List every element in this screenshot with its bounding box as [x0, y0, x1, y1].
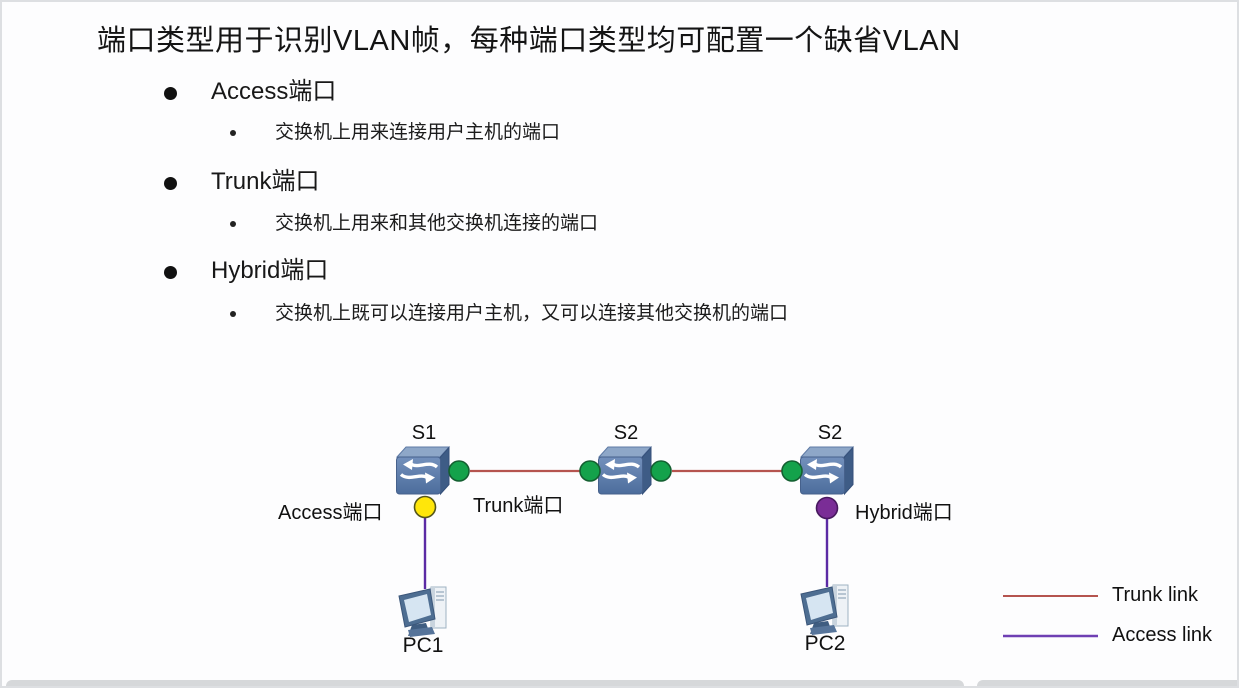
- bullet-hybrid-desc: 交换机上既可以连接用户主机，又可以连接其他交换机的端口: [275, 303, 789, 324]
- legend-access-label: Access link: [1112, 624, 1213, 646]
- access-port-dot: [413, 495, 437, 519]
- bullet-dot-icon: [164, 266, 177, 279]
- hybrid-port-dot: [815, 496, 839, 520]
- bullet-access-label: Access端口: [211, 78, 337, 105]
- switch-icon: [394, 445, 451, 496]
- bullet-dot-icon: [164, 87, 177, 100]
- bottom-card-edge: [6, 680, 964, 686]
- bullet-hybrid-label: Hybrid端口: [211, 257, 329, 284]
- hybrid-port-label: Hybrid端口: [855, 502, 953, 524]
- bottom-card-edge: [977, 680, 1237, 686]
- sub-bullet-trunk: 交换机上用来和其他交换机连接的端口: [230, 212, 598, 236]
- bullet-access: Access端口: [164, 78, 336, 106]
- bullet-trunk-desc: 交换机上用来和其他交换机连接的端口: [275, 213, 599, 234]
- trunk-port-dot: [650, 460, 672, 482]
- desktop-pc-icon: [800, 584, 849, 636]
- switch-label-s1: S1: [411, 422, 437, 444]
- bullet-trunk: Trunk端口: [164, 168, 319, 196]
- desktop-pc-icon: [398, 586, 447, 638]
- sub-bullet-dot-icon: [230, 130, 236, 136]
- bullet-access-desc: 交换机上用来连接用户主机的端口: [275, 122, 561, 143]
- sub-bullet-hybrid: 交换机上既可以连接用户主机，又可以连接其他交换机的端口: [230, 302, 788, 326]
- access-port-label: Access端口: [278, 502, 383, 524]
- sub-bullet-dot-icon: [230, 311, 236, 317]
- legend-trunk-label: Trunk link: [1112, 584, 1198, 606]
- bullet-hybrid: Hybrid端口: [164, 257, 328, 285]
- switch-label-s2-middle: S2: [613, 422, 639, 444]
- trunk-port-label: Trunk端口: [473, 495, 564, 517]
- sub-bullet-access: 交换机上用来连接用户主机的端口: [230, 121, 560, 145]
- sub-bullet-dot-icon: [230, 221, 236, 227]
- bullet-trunk-label: Trunk端口: [211, 168, 320, 195]
- bullet-dot-icon: [164, 177, 177, 190]
- pc2-label: PC2: [804, 632, 846, 655]
- switch-icon: [798, 445, 855, 496]
- trunk-port-dot: [448, 460, 470, 482]
- trunk-port-dot: [781, 460, 803, 482]
- switch-label-s2-right: S2: [817, 422, 843, 444]
- slide-title: 端口类型用于识别VLAN帧，每种端口类型均可配置一个缺省VLAN: [97, 25, 961, 57]
- pc1-label: PC1: [402, 634, 444, 657]
- trunk-port-dot: [579, 460, 601, 482]
- switch-icon: [596, 445, 653, 496]
